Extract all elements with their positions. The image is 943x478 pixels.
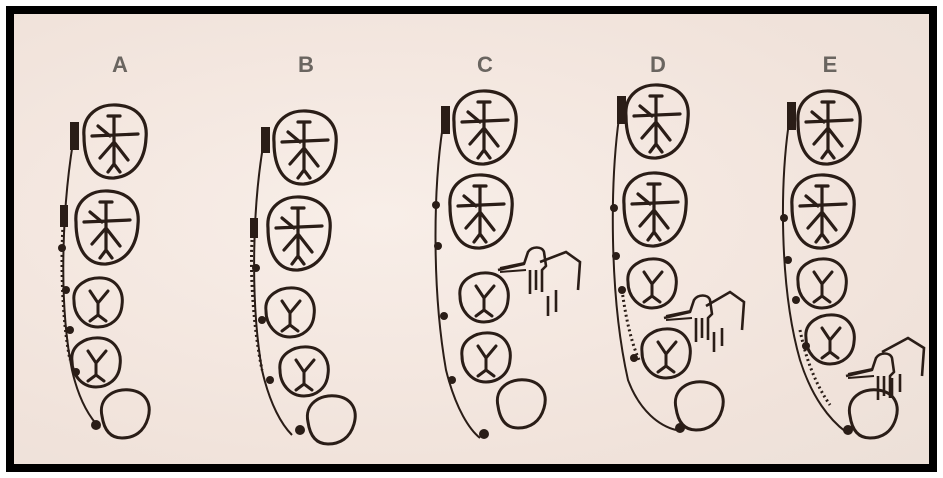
- panel-a-arch: [58, 105, 149, 438]
- panel-c-arch: [432, 91, 545, 439]
- handpiece-e-head: [882, 338, 924, 398]
- handpiece-c: [498, 248, 546, 295]
- panel-d-arch: [610, 85, 723, 433]
- handpiece-d: [664, 296, 712, 343]
- panel-e-arch: [780, 91, 897, 438]
- handpiece-d-head: [706, 292, 744, 352]
- panel-b-arch: [250, 111, 355, 444]
